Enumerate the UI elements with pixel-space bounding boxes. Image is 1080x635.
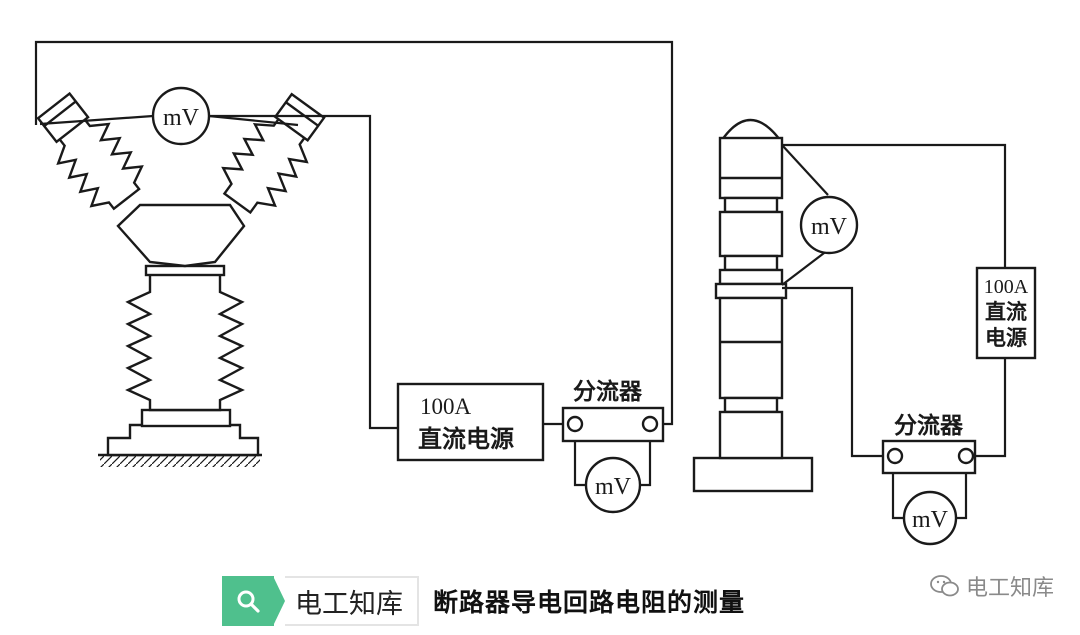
- left-supply-rating: 100A: [420, 394, 472, 419]
- left-wiring: [34, 40, 674, 487]
- left-supply-name: 直流电源: [418, 425, 514, 453]
- left-shunt-meter-label: mV: [595, 474, 632, 500]
- left-breaker-assembly: [36, 91, 326, 467]
- top-mv-meter-label: mV: [163, 105, 200, 131]
- right-mv-meter: mV: [799, 195, 859, 255]
- right-supply-rating: 100A: [984, 276, 1029, 298]
- right-mv-meter-label: mV: [811, 214, 848, 240]
- left-shunt-mv-meter: mV: [584, 456, 642, 514]
- caption-title: 断路器导电回路电阻的测量: [433, 588, 746, 617]
- ground-hatch: [100, 455, 260, 467]
- search-badge[interactable]: [222, 576, 274, 626]
- watermark-text: 电工知库: [965, 576, 1054, 601]
- left-shunt-label: 分流器: [573, 378, 643, 405]
- right-breaker-column: [692, 118, 814, 493]
- left-angled-insulator: [36, 91, 144, 211]
- right-shunt-meter-label: mV: [912, 507, 949, 533]
- right-shunt-label: 分流器: [894, 412, 964, 439]
- right-base: [692, 456, 814, 493]
- left-power-supply: 100A 直流电源: [396, 382, 545, 462]
- top-mv-meter: mV: [151, 86, 211, 146]
- caption-bar: 电工知库 断路器导电回路电阻的测量: [222, 575, 745, 627]
- right-supply-name-2: 电源: [985, 326, 1027, 350]
- left-insulator-cap: [144, 264, 226, 277]
- left-shunt: 分流器: [561, 378, 665, 443]
- right-angled-insulator: [221, 92, 326, 215]
- search-icon: [237, 590, 260, 613]
- left-base-plate: [140, 408, 232, 428]
- right-wiring: [781, 143, 1007, 520]
- right-supply-name-1: 直流: [985, 300, 1027, 324]
- right-shunt: 分流器: [881, 412, 977, 475]
- right-shunt-mv-meter: mV: [902, 490, 958, 546]
- brand-name: 电工知库: [285, 576, 419, 626]
- watermark: 电工知库: [930, 570, 1054, 602]
- left-base: [106, 423, 260, 457]
- left-main-insulator: [125, 270, 245, 412]
- right-power-supply: 100A 直流 电源: [975, 266, 1037, 360]
- wechat-icon: [930, 575, 959, 597]
- badge-arrow: [273, 576, 285, 626]
- left-breaker-head: [116, 203, 246, 268]
